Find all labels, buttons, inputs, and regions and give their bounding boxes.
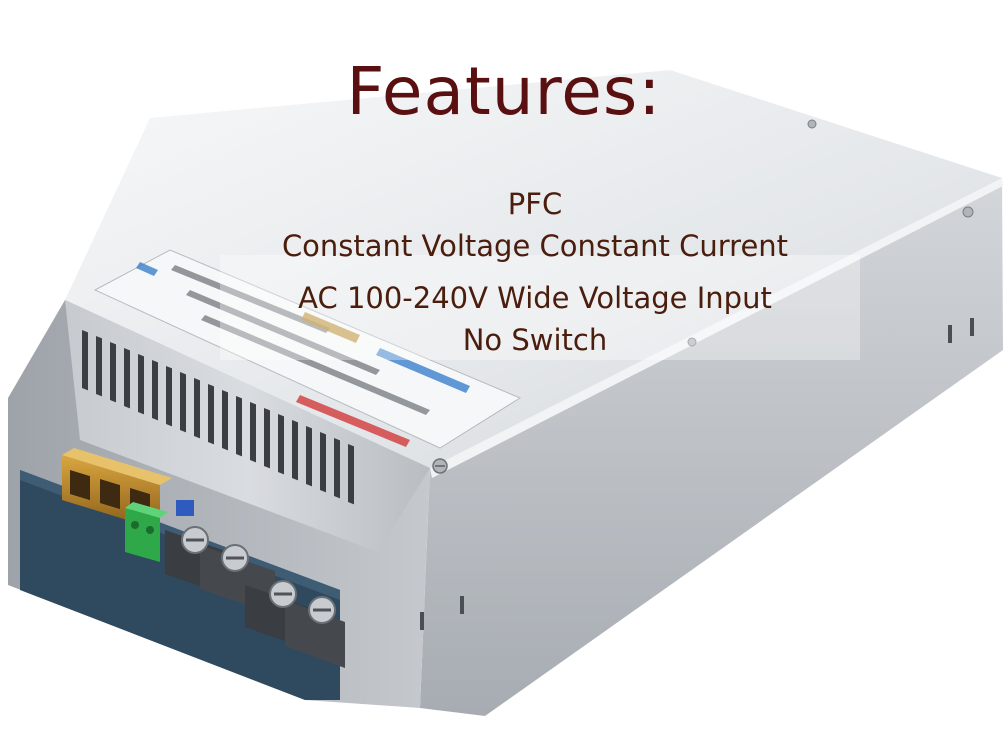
screw-icon	[432, 119, 974, 474]
features-heading: Features:	[346, 53, 662, 130]
side-slots	[420, 318, 974, 630]
features-list: PFC Constant Voltage Constant Current AC…	[200, 183, 870, 361]
blue-potentiometer	[176, 500, 194, 516]
feature-item: PFC	[507, 187, 563, 221]
feature-item: Constant Voltage Constant Current	[281, 229, 789, 263]
green-connector	[125, 502, 168, 562]
feature-item: AC 100-240V Wide Voltage Input	[298, 281, 772, 315]
terminal-screw-icon	[181, 526, 336, 624]
spec-label	[93, 249, 522, 449]
vent-slots	[82, 330, 354, 505]
text-backdrop	[220, 255, 860, 360]
case-side	[420, 178, 1003, 716]
pcb-board	[20, 470, 340, 700]
feature-item: No Switch	[462, 323, 608, 357]
